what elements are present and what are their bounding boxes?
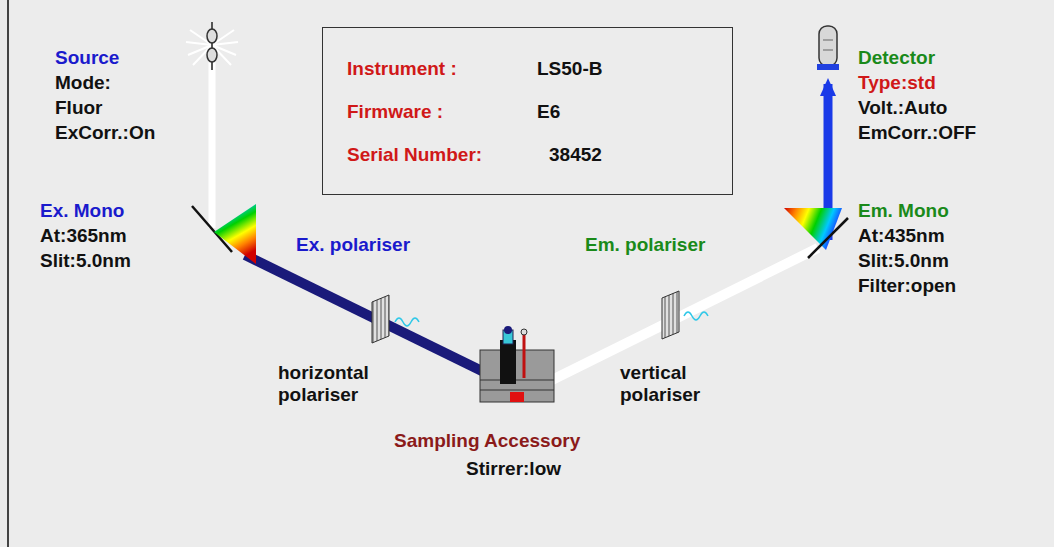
excitation-polariser [372, 295, 419, 343]
component-label: At:365nm [40, 225, 127, 247]
sampling-accessory [480, 326, 554, 402]
component-label: At:435nm [858, 225, 945, 247]
excitation-beam [245, 255, 488, 374]
component-label: Mode: [55, 72, 111, 94]
component-label: Sampling Accessory [394, 430, 580, 452]
component-label: Volt.:Auto [858, 97, 947, 119]
source-lamp [186, 22, 238, 70]
field-value: LS50-B [537, 58, 602, 80]
component-label: Fluor [55, 97, 103, 119]
component-label: Slit:5.0nm [858, 250, 949, 272]
component-label: Source [55, 47, 119, 69]
field-value: 38452 [549, 144, 602, 166]
component-label: Em. Mono [858, 200, 949, 222]
component-label: Em. polariser [585, 234, 705, 256]
component-label: Ex. polariser [296, 234, 410, 256]
detector-tube [817, 26, 839, 70]
window-border [7, 0, 9, 547]
component-label: ExCorr.:On [55, 122, 155, 144]
excitation-monochromator [192, 204, 256, 264]
field-name: Serial Number: [347, 144, 482, 166]
component-label: Slit:5.0nm [40, 250, 131, 272]
field-name: Instrument : [347, 58, 457, 80]
emission-beam [552, 248, 818, 380]
component-label: Filter:open [858, 275, 956, 297]
source-beam [209, 62, 216, 228]
detector-arrowhead [820, 78, 836, 96]
instrument-info-box: Instrument : LS50-B Firmware : E6Serial Num… [322, 27, 733, 195]
component-label: EmCorr.:OFF [858, 122, 976, 144]
emission-polariser [662, 291, 708, 339]
field-value: E6 [537, 101, 560, 123]
field-name: Firmware : [347, 101, 443, 123]
component-label: horizontal polariser [278, 362, 390, 406]
component-label: Ex. Mono [40, 200, 124, 222]
emission-monochromator [784, 208, 848, 258]
component-label: Type:std [858, 72, 936, 94]
component-label: Detector [858, 47, 935, 69]
component-label: Stirrer:low [466, 458, 561, 480]
component-label: vertical polariser [620, 362, 732, 406]
